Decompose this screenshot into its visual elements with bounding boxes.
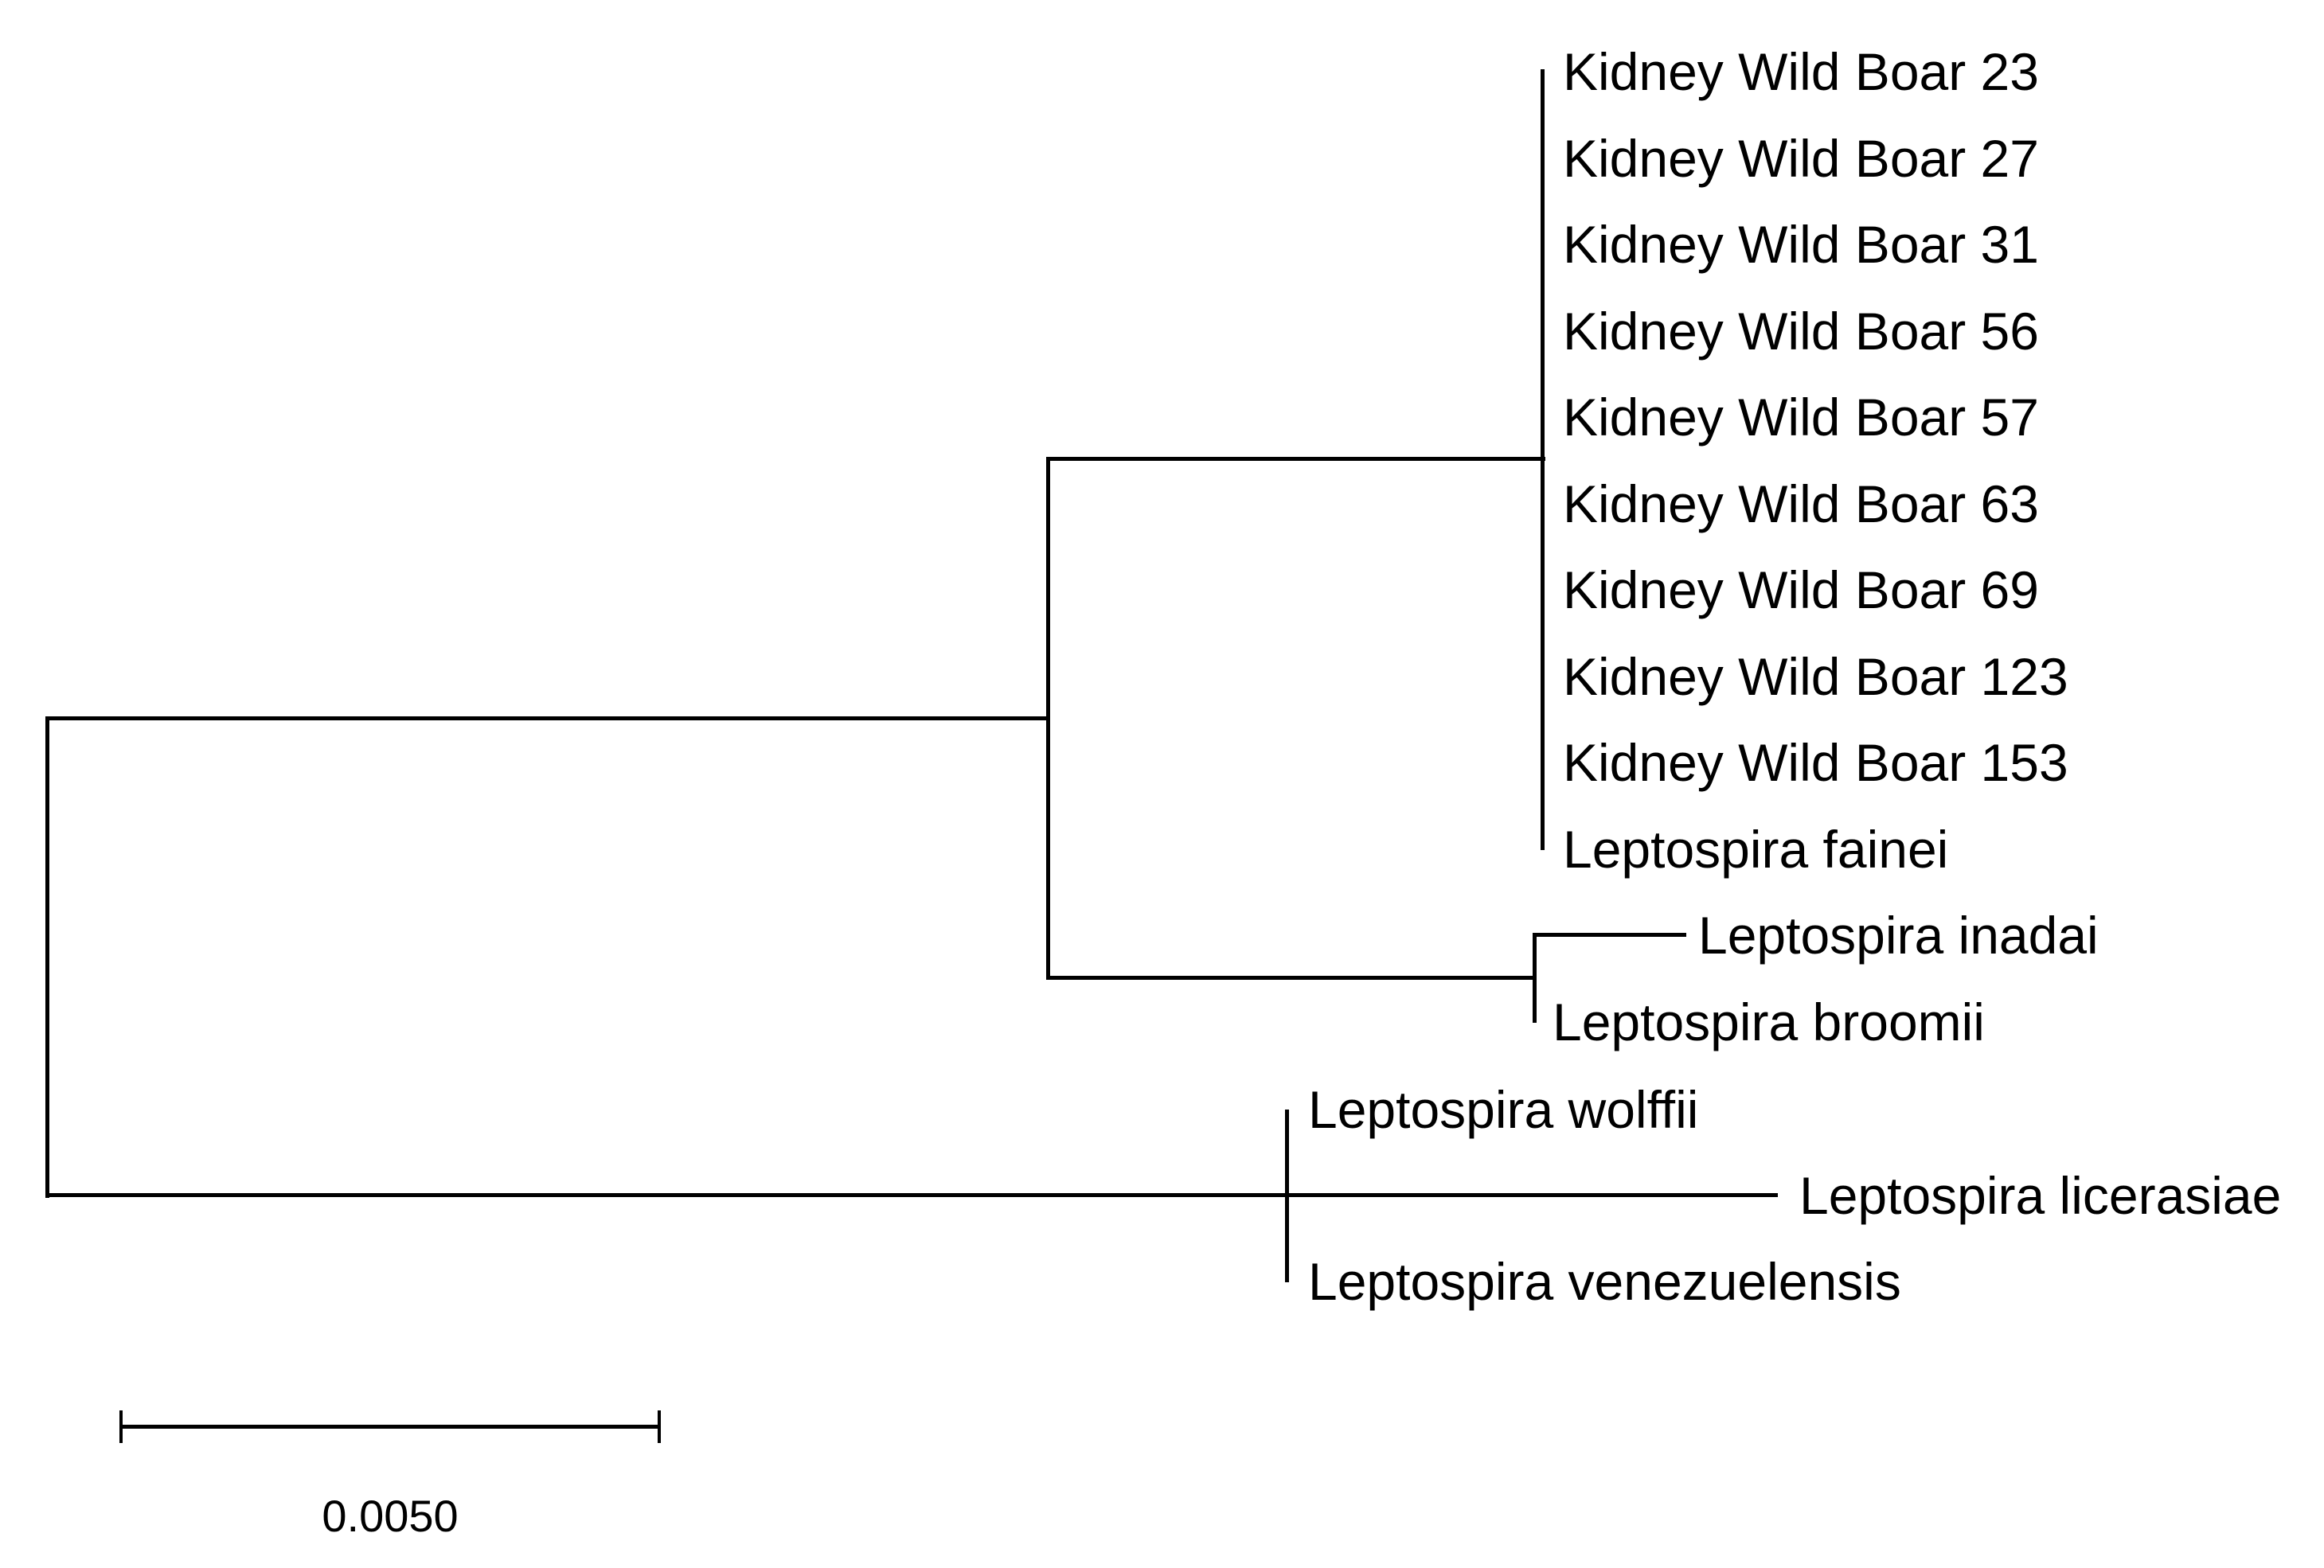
taxon-label-leptospira-licerasiae: Leptospira licerasiae — [1799, 1166, 2282, 1225]
scale-bar-label: 0.0050 — [322, 1491, 459, 1541]
branch-boar-clade-spine — [1541, 69, 1545, 850]
taxon-label-kidney-wild-boar-56: Kidney Wild Boar 56 — [1563, 302, 2039, 361]
branch-root-to-main-clade — [45, 716, 1050, 720]
branch-main-clade-vertical — [1046, 457, 1050, 980]
branch-to-inadai-broomii — [1046, 976, 1537, 980]
taxon-label-kidney-wild-boar-123: Kidney Wild Boar 123 — [1563, 647, 2068, 706]
branch-wolffii-venezuelensis-vertical — [1285, 1110, 1289, 1282]
taxon-label-leptospira-broomii: Leptospira broomii — [1553, 993, 1985, 1051]
scale-bar-line — [121, 1425, 659, 1429]
taxon-label-leptospira-venezuelensis: Leptospira venezuelensis — [1308, 1252, 1901, 1311]
taxon-label-kidney-wild-boar-31: Kidney Wild Boar 31 — [1563, 215, 2039, 274]
taxon-label-kidney-wild-boar-63: Kidney Wild Boar 63 — [1563, 474, 2039, 533]
taxon-label-kidney-wild-boar-153: Kidney Wild Boar 153 — [1563, 733, 2068, 792]
taxon-label-kidney-wild-boar-27: Kidney Wild Boar 27 — [1563, 129, 2039, 188]
branch-root-to-licerasiae — [45, 1193, 1778, 1197]
branch-inadai-broomii-vertical — [1533, 933, 1537, 1023]
taxon-label-leptospira-wolffii: Leptospira wolffii — [1308, 1080, 1699, 1139]
taxon-label-leptospira-fainei: Leptospira fainei — [1563, 820, 1949, 879]
branch-to-boar-clade — [1046, 457, 1545, 461]
branch-inadai — [1533, 933, 1686, 937]
taxon-label-leptospira-inadai: Leptospira inadai — [1698, 906, 2099, 965]
scale-bar-right-tick — [658, 1410, 661, 1443]
taxon-label-kidney-wild-boar-23: Kidney Wild Boar 23 — [1563, 42, 2039, 101]
scale-bar-left-tick — [119, 1410, 123, 1443]
taxon-label-kidney-wild-boar-69: Kidney Wild Boar 69 — [1563, 560, 2039, 619]
branch-root-vertical — [45, 716, 49, 1198]
taxon-label-kidney-wild-boar-57: Kidney Wild Boar 57 — [1563, 388, 2039, 447]
